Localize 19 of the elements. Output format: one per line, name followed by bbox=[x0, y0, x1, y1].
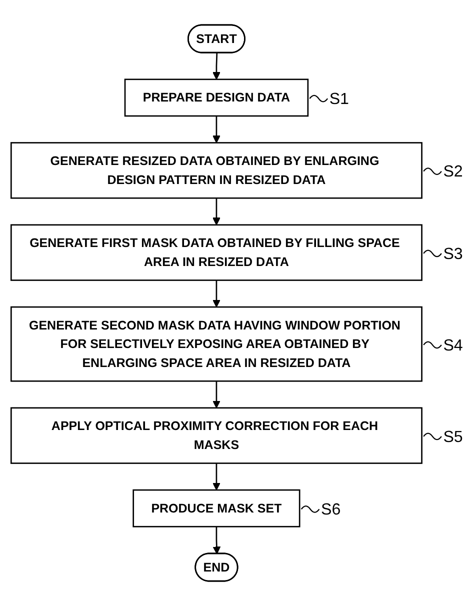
node-box: GENERATE FIRST MASK DATA OBTAINED BY FILLING SPACE AREA IN RESIZED DATA bbox=[10, 224, 422, 281]
step-number: S1 bbox=[309, 90, 349, 108]
arrow bbox=[212, 280, 220, 308]
arrow bbox=[212, 463, 220, 490]
arrow bbox=[212, 116, 220, 144]
step-number: S3 bbox=[423, 244, 463, 263]
node-box: PREPARE DESIGN DATA bbox=[124, 78, 309, 117]
node-box: GENERATE SECOND MASK DATA HAVING WINDOW PORTION FOR SELECTIVELY EXPOSING AREA OBTAINED BY ENLARGING SPACE AREA IN RESIZED DATA bbox=[10, 306, 422, 382]
node-box: APPLY OPTICAL PROXIMITY CORRECTION FOR EACH MASKS bbox=[10, 407, 422, 464]
step-number: S4 bbox=[423, 336, 463, 354]
step-number: S5 bbox=[423, 428, 463, 446]
node-box: PRODUCE MASK SET bbox=[132, 489, 300, 528]
step-number: S6 bbox=[300, 500, 341, 519]
arrow bbox=[212, 198, 220, 226]
arrow bbox=[212, 53, 220, 80]
arrow bbox=[212, 526, 221, 554]
step-number: S2 bbox=[423, 162, 463, 181]
arrow bbox=[212, 381, 220, 408]
node-box: GENERATE RESIZED DATA OBTAINED BY ENLARGING DESIGN PATTERN IN RESIZED DATA bbox=[10, 142, 422, 199]
